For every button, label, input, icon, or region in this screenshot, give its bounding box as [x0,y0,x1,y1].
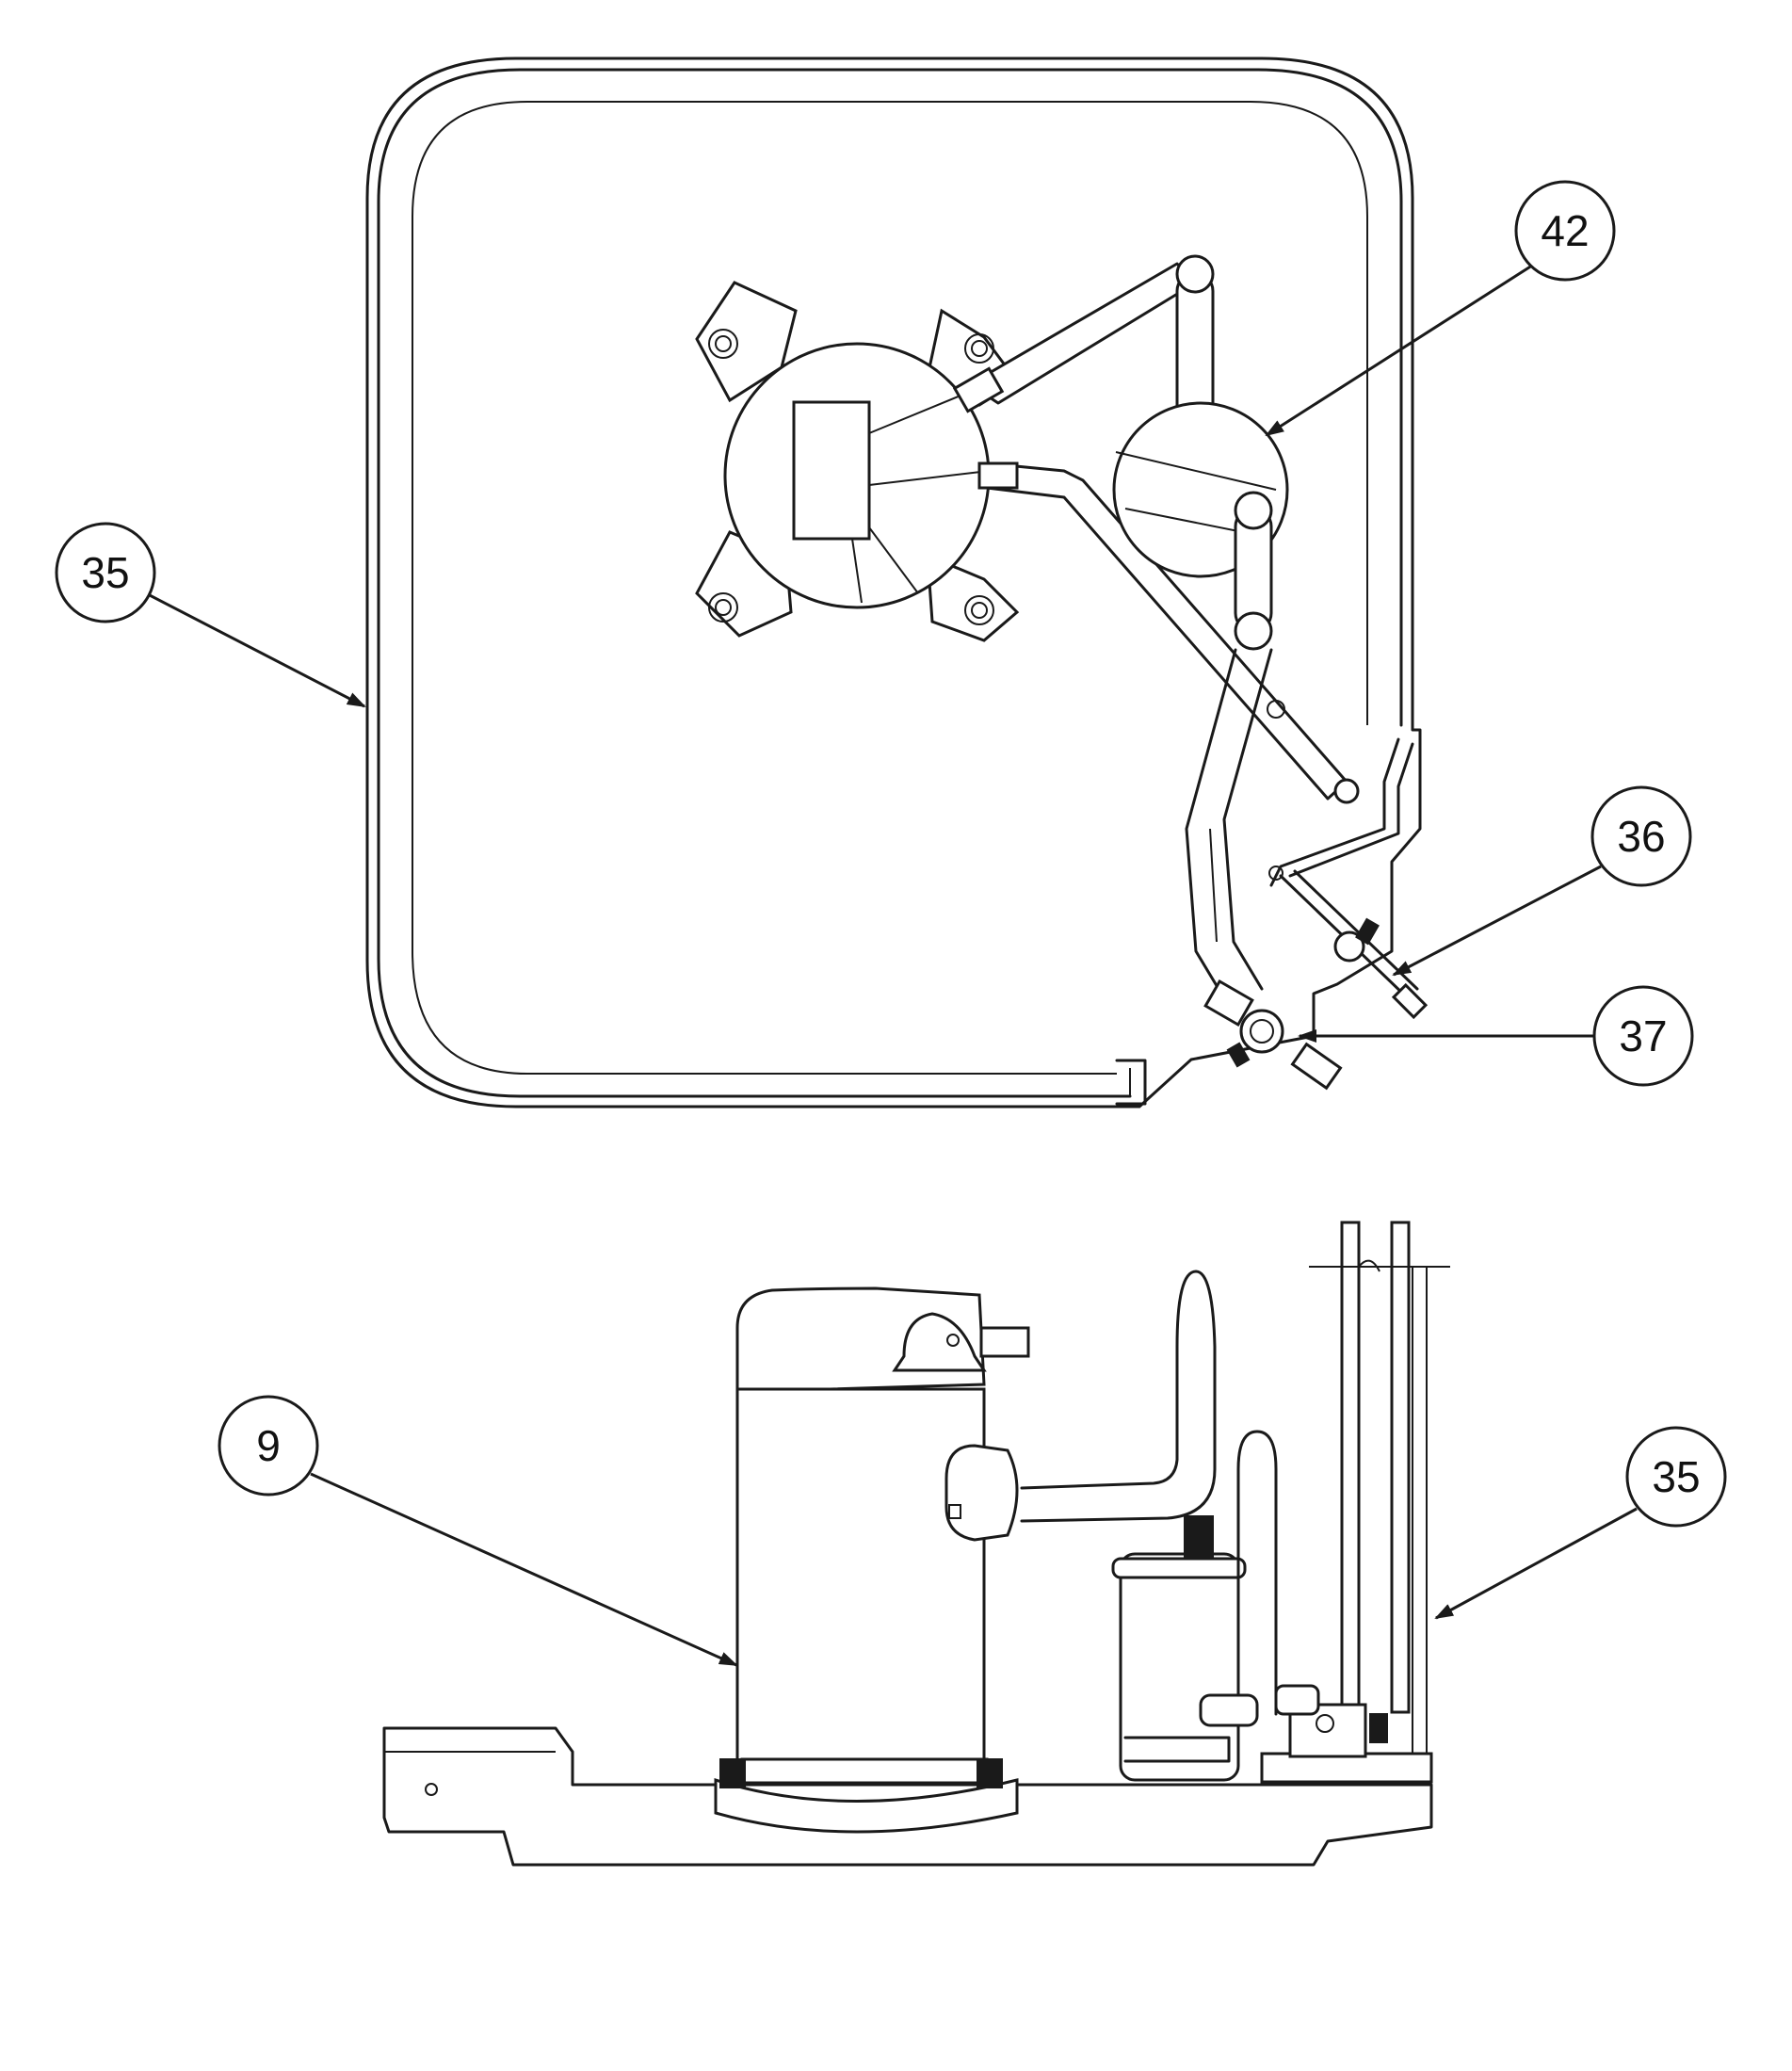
accumulator-top [1112,401,1289,651]
lower-valve-assembly [1123,1684,1433,1784]
compressor-terminal-box [944,1270,1217,1542]
callout-42: 42 [1265,180,1616,437]
compressor-top [723,342,991,609]
refrigerant-tubes [952,254,1360,804]
liquid-line [1268,737,1429,1020]
callout-label: 42 [1541,206,1589,255]
base-pan [382,1726,1433,1867]
service-valve-liquid [1333,917,1380,963]
side-view [382,1221,1450,1867]
coil-end-tube [1115,1059,1147,1106]
callout-9: 9 [218,1395,738,1667]
callout-label: 35 [81,548,129,597]
compressor-body [714,1286,1030,1834]
callout-label: 36 [1617,812,1665,861]
coil-tubes [1309,1221,1450,1780]
coil-frame-inner [412,101,1368,1075]
base-pan-hole [425,1783,438,1796]
callout-35-bottom: 35 [1434,1426,1727,1620]
coil-frame-outer [365,57,1422,1108]
callout-35-top: 35 [55,522,366,708]
top-view [365,57,1429,1108]
callout-37: 37 [1298,985,1694,1087]
callout-label: 37 [1619,1011,1667,1060]
suction-line [1185,648,1273,1027]
callout-36: 36 [1392,785,1692,977]
callouts: 35 42 36 37 9 35 [55,180,1727,1667]
callout-label: 9 [256,1421,281,1470]
service-valve-suction [1226,1009,1343,1091]
coil-frame-mid [377,68,1403,1098]
callout-label: 35 [1652,1452,1700,1501]
